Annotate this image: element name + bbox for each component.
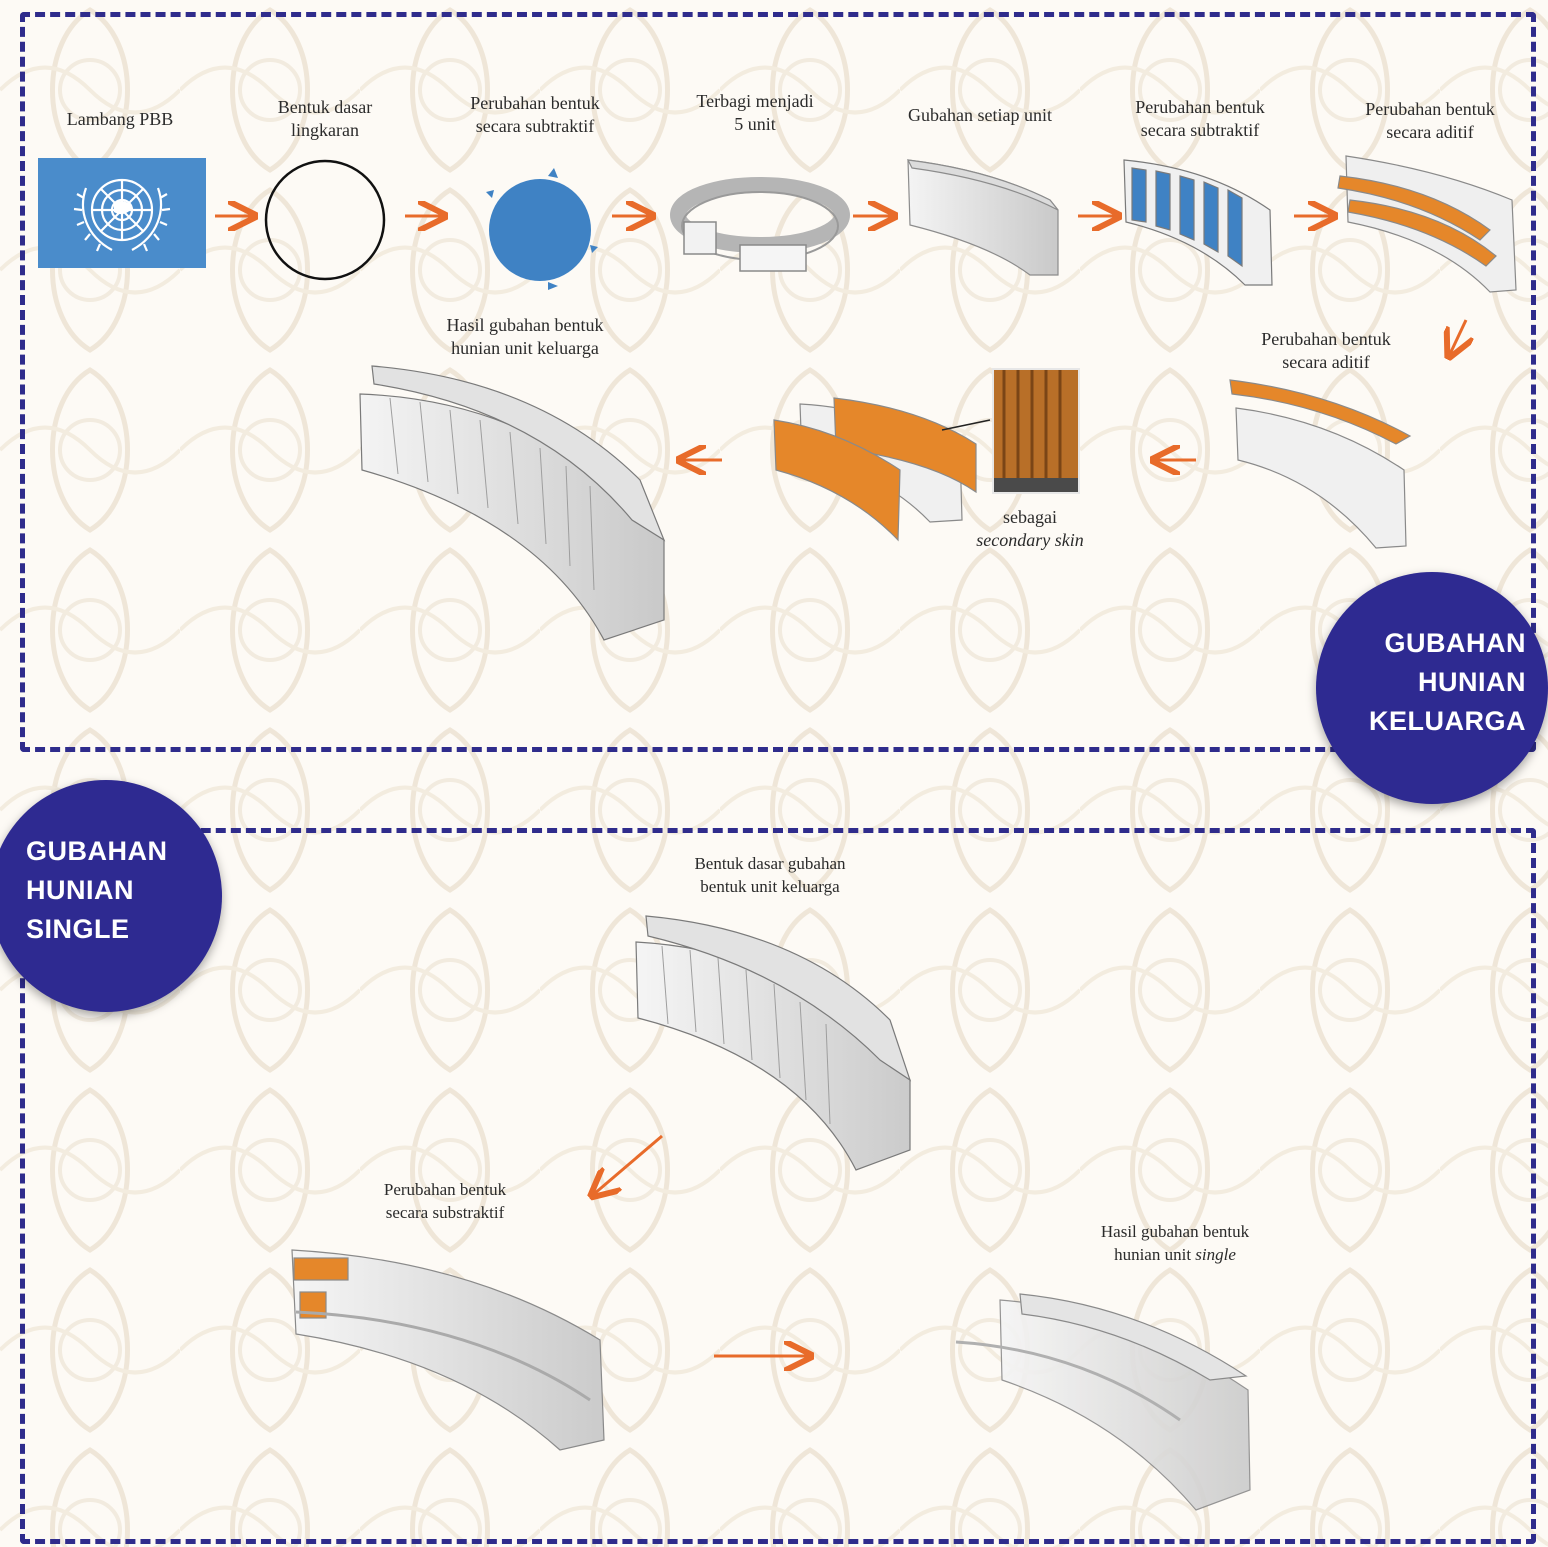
subtractive-circle-shape [486,168,598,290]
secondary-skin-photo [992,368,1080,494]
secondary-skin-label: sebagai secondary skin [976,507,1084,550]
single-section-frame [20,828,1536,1544]
step-label-un-symbol: Lambang PBB [66,109,174,129]
un-emblem-icon [73,178,171,252]
additive-roof-block [1229,379,1412,549]
single-subtractive-block [291,1249,605,1451]
arrow-down-left-icon [594,1134,663,1194]
five-units-ring [670,177,850,272]
step-label-five-units: Terbagi menjadi 5 unit [696,91,814,134]
family-diagram-art [215,155,1517,641]
step-label-unit-composition: Gubahan setiap unit [908,105,1052,125]
secondary-skin-block [773,397,991,542]
un-flag [38,158,206,268]
facade-photo-icon [994,370,1078,492]
single-result-block [955,1293,1251,1511]
family-result-block [359,365,666,641]
single-subtractive-label: Perubahan bentuk secara substraktif [383,1180,507,1222]
additive-unit-block [1337,155,1517,293]
step-label-basic-circle: Bentuk dasar lingkaran [277,97,373,140]
step-label-additive-1: Perubahan bentuk secara aditif [1365,99,1495,142]
single-unit-block [906,159,1059,276]
badge-family-housing: GUBAHAN HUNIAN KELUARGA [1316,572,1548,804]
subtractive-unit-block [1123,159,1273,286]
step-label-additive-2: Perubahan bentuk secara aditif [1261,329,1391,372]
single-base-block [635,915,912,1171]
basic-circle-shape [264,159,386,281]
single-result-label: Hasil gubahan bentuk hunian unit single [1100,1222,1250,1264]
step-label-subtractive-1: Perubahan bentuk secara subtraktif [470,93,600,136]
badge-single-housing: GUBAHAN HUNIAN SINGLE [0,780,222,1012]
arrow-down-icon [1450,319,1466,354]
single-base-label: Bentuk dasar gubahan bentuk unit keluarg… [694,854,846,896]
step-label-subtractive-2: Perubahan bentuk secara subtraktif [1135,97,1265,140]
family-section-frame [20,12,1536,752]
family-result-label: Hasil gubahan bentuk hunian unit keluarg… [446,315,604,358]
single-diagram-art [291,915,1251,1511]
